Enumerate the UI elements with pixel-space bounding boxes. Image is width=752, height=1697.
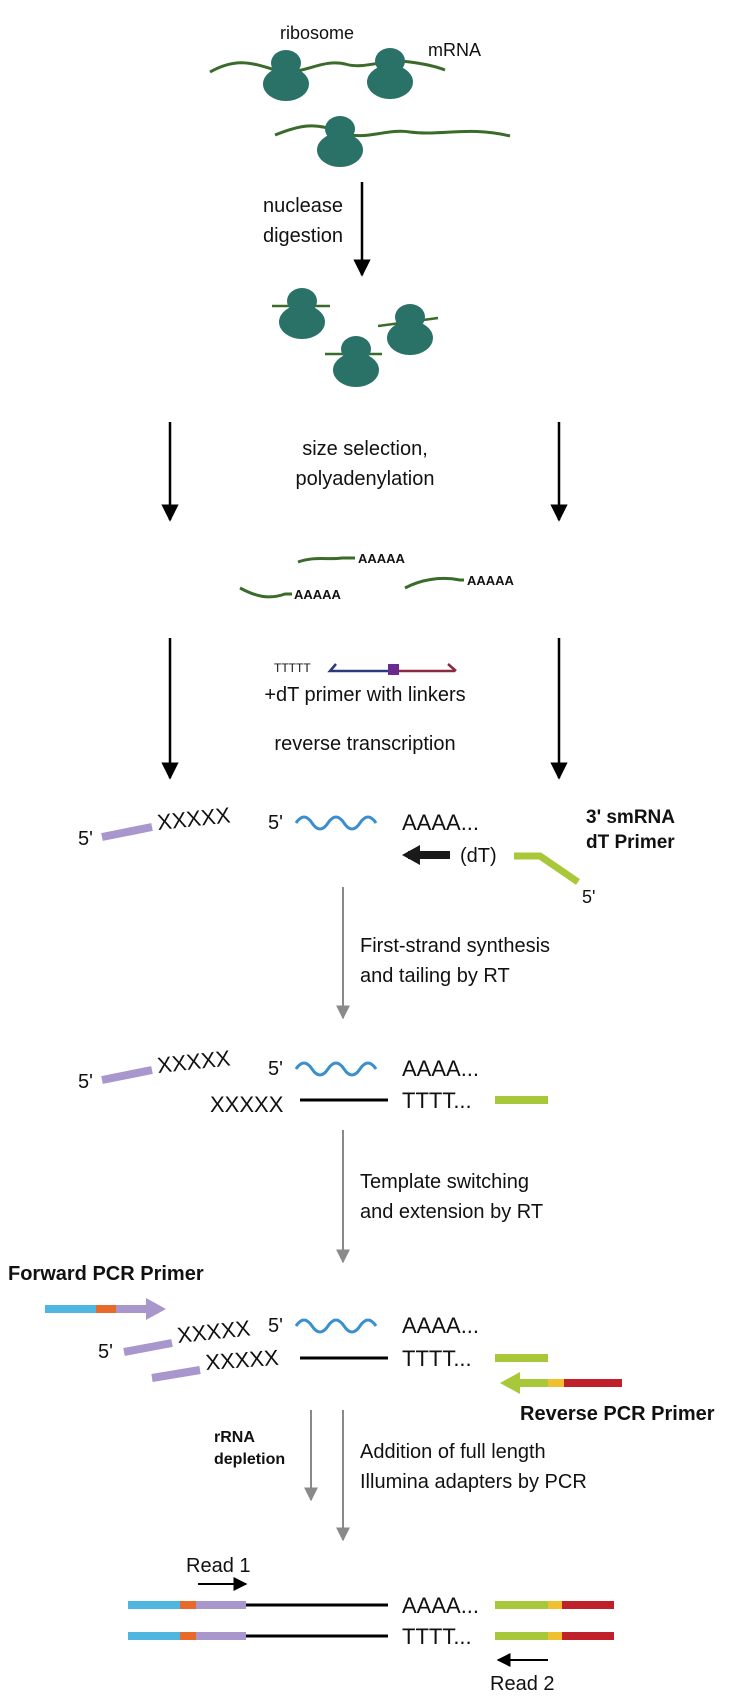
five-prime-label-7: 5' (268, 1315, 283, 1337)
xxxxx-label-3: XXXXX (210, 1092, 284, 1117)
smrna-primer-bar (514, 852, 580, 885)
polya-tail-2: AAAAA (294, 587, 342, 602)
forward-primer-arrowhead (146, 1298, 166, 1320)
dt-primer-label: +dT primer with linkers (264, 684, 465, 706)
smrna-primer-label-1: 3' smRNA (586, 807, 675, 828)
ribosome-3 (317, 116, 363, 167)
polyt-label-1: TTTT... (402, 1088, 472, 1113)
xxxxx-label-5: XXXXX (205, 1345, 280, 1375)
mrna-label: mRNA (428, 40, 481, 60)
five-prime-label-2: 5' (268, 812, 283, 834)
pcr-addition-label-2: Illumina adapters by PCR (360, 1471, 587, 1493)
size-selection-label-2: polyadenylation (296, 468, 435, 490)
ribosome-mrna-group: ribosome mRNA (209, 23, 511, 167)
stage-first-strand: 5' XXXXX 5' AAAA... XXXXX TTTT... (78, 1045, 548, 1117)
rna-wave-3 (294, 1318, 378, 1334)
dt-primer-with-linkers: TTTTT (274, 661, 457, 675)
read2-label: Read 2 (490, 1673, 555, 1695)
smrna-primer-label-2: dT Primer (586, 832, 675, 853)
nuclease-label-1: nuclease (263, 195, 343, 217)
polyt-label-2: TTTT... (402, 1346, 472, 1371)
five-prime-label-1: 5' (78, 828, 93, 850)
polya-label-2: AAAA... (402, 1056, 479, 1081)
mrna-strand-1 (209, 59, 446, 74)
ribosome-label: ribosome (280, 23, 354, 43)
rrna-depletion-label-2: depletion (214, 1451, 285, 1468)
polya-label-4: AAAA... (402, 1593, 479, 1618)
xxxxx-label-4: XXXXX (176, 1315, 252, 1348)
ribosome-footprint-1 (279, 288, 325, 339)
reverse-primer-label: Reverse PCR Primer (520, 1403, 715, 1425)
polyadenylated-fragments: AAAAA AAAAA AAAAA (239, 551, 515, 602)
polyt-label: TTTTT (274, 661, 311, 675)
polyt-label-3: TTTT... (402, 1624, 472, 1649)
linker-bar-1 (101, 823, 153, 841)
five-prime-label-4: 5' (78, 1071, 93, 1093)
ribosome-footprint-2 (387, 304, 433, 355)
stage-final-library: Read 1 AAAA... TTTT... Read 2 (128, 1555, 614, 1695)
ribosome-footprint-3 (333, 336, 379, 387)
template-switching-label-2: and extension by RT (360, 1201, 543, 1223)
xxxxx-label-1: XXXXX (156, 802, 232, 835)
rna-wave-1 (294, 815, 378, 831)
ribosome-1 (263, 50, 309, 101)
five-prime-label-6: 5' (98, 1341, 113, 1363)
xxxxx-label-2: XXXXX (156, 1045, 232, 1078)
reverse-primer-arrowhead (500, 1372, 520, 1394)
size-selection-label-1: size selection, (302, 438, 428, 460)
reverse-transcription-label: reverse transcription (274, 733, 455, 755)
nuclease-label-2: digestion (263, 225, 343, 247)
rrna-depletion-label-1: rRNA (214, 1429, 255, 1446)
read1-label: Read 1 (186, 1555, 251, 1577)
linker-bar-2 (101, 1066, 153, 1084)
dt-label: (dT) (460, 845, 497, 867)
mrna-strand-2 (274, 124, 511, 138)
polya-tail-3: AAAAA (467, 573, 515, 588)
rna-wave-2 (294, 1061, 378, 1077)
digested-ribosomes (272, 288, 439, 387)
polya-tail-1: AAAAA (358, 551, 406, 566)
stage-pcr-primers: Forward PCR Primer 5' XXXXX 5' AAAA... X… (8, 1263, 715, 1425)
polya-label-3: AAAA... (402, 1313, 479, 1338)
first-strand-label-2: and tailing by RT (360, 965, 510, 987)
linker-bar-4 (151, 1366, 201, 1382)
dt-arrowhead (402, 845, 420, 865)
five-prime-label-5: 5' (268, 1058, 283, 1080)
pcr-addition-label-1: Addition of full length (360, 1441, 546, 1463)
ribosome-2 (367, 48, 413, 99)
stage-initial: 5' XXXXX 5' AAAA... 3' smRNA dT Primer (… (78, 802, 675, 907)
first-strand-label-1: First-strand synthesis (360, 935, 550, 957)
forward-primer-label: Forward PCR Primer (8, 1263, 204, 1285)
polya-label-1: AAAA... (402, 810, 479, 835)
template-switching-label-1: Template switching (360, 1171, 529, 1193)
five-prime-label-3: 5' (582, 887, 595, 907)
linker-bar-3 (123, 1339, 173, 1356)
